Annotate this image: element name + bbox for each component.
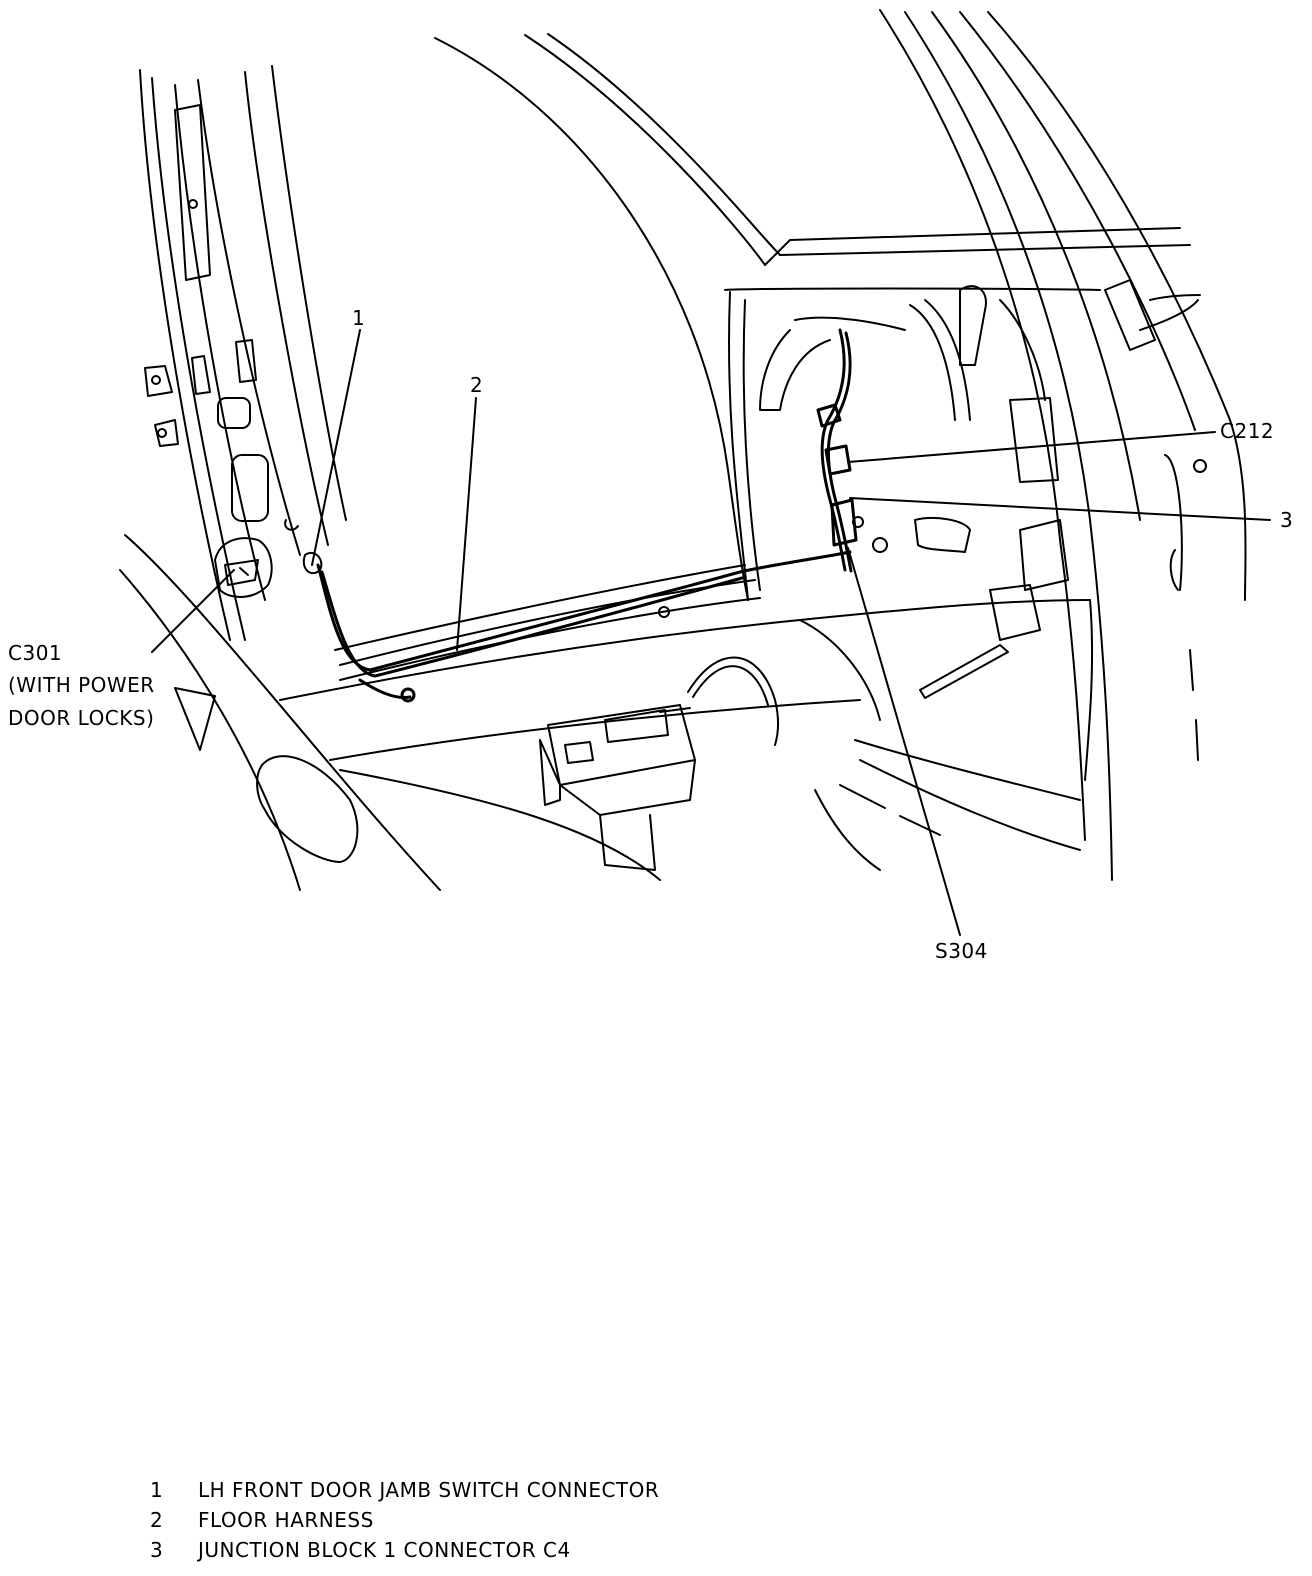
floor-harness <box>316 550 852 703</box>
callout-c301-note-line1: (WITH POWER <box>8 673 155 697</box>
legend-item: 1 LH FRONT DOOR JAMB SWITCH CONNECTOR <box>150 1477 659 1507</box>
callout-c301-note-line2: DOOR LOCKS) <box>8 706 155 730</box>
legend: 1 LH FRONT DOOR JAMB SWITCH CONNECTOR 2 FL… <box>150 1477 659 1567</box>
pillar-harness <box>816 328 858 573</box>
callout-number-2: 2 <box>470 373 484 397</box>
leader-lines <box>151 329 1271 936</box>
door-lock-connector <box>214 537 323 598</box>
callout-number-1: 1 <box>352 306 366 330</box>
legend-number: 3 <box>150 1538 164 1562</box>
junction-block <box>539 656 779 871</box>
front-door-edge <box>119 534 441 891</box>
interior-panel <box>728 285 1081 871</box>
legend-item: 3 JUNCTION BLOCK 1 CONNECTOR C4 <box>150 1537 659 1567</box>
legend-text: FLOOR HARNESS <box>198 1508 374 1532</box>
legend-number: 2 <box>150 1508 164 1532</box>
a-pillar <box>139 65 347 641</box>
vehicle-interior-illustration <box>119 9 1271 936</box>
legend-text: JUNCTION BLOCK 1 CONNECTOR C4 <box>198 1538 571 1562</box>
legend-text: LH FRONT DOOR JAMB SWITCH CONNECTOR <box>198 1478 660 1502</box>
callout-c301: C301 <box>8 641 63 665</box>
legend-number: 1 <box>150 1478 164 1502</box>
callout-s304: S304 <box>935 939 988 963</box>
callout-number-3: 3 <box>1280 508 1294 532</box>
callout-c212: C212 <box>1220 419 1275 443</box>
windshield-frame <box>434 33 1191 601</box>
floor-detail <box>174 599 1094 836</box>
legend-item: 2 FLOOR HARNESS <box>150 1507 659 1537</box>
b-pillar <box>879 9 1247 881</box>
floor-sill <box>279 564 1091 881</box>
